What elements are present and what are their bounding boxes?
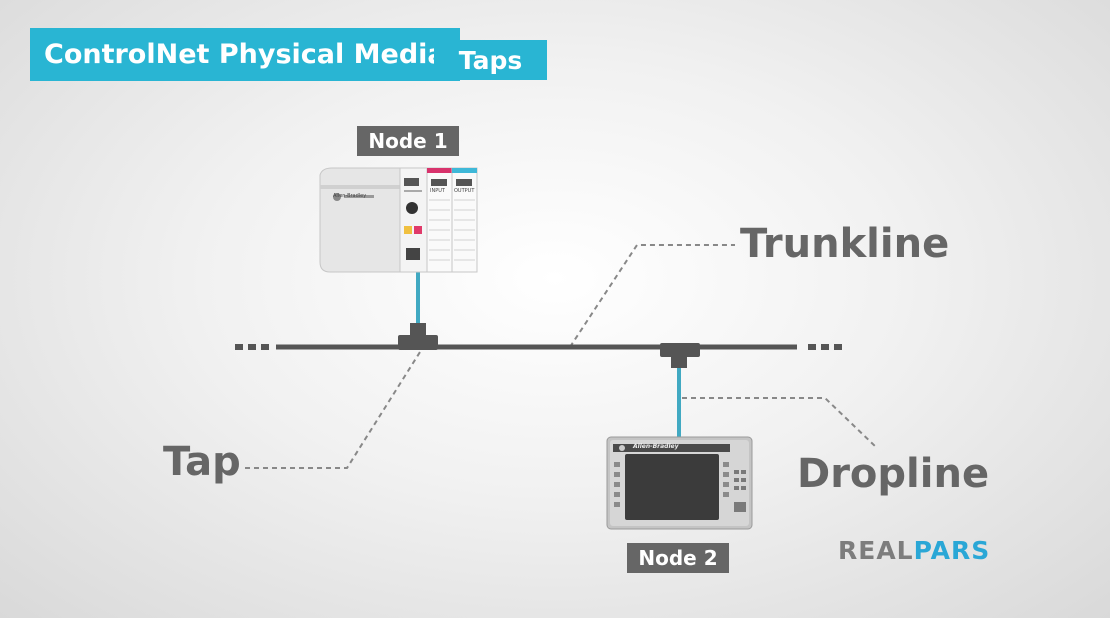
page-subtitle: Taps — [434, 40, 547, 80]
logo-part-pars: PARS — [913, 536, 991, 565]
node1-label: Node 1 — [357, 126, 459, 156]
tap-leader-line — [245, 351, 421, 469]
logo-part-real: REAL — [838, 536, 914, 565]
trunk-ellipsis-right — [808, 344, 842, 350]
tap-2 — [660, 343, 700, 368]
tap-1 — [398, 323, 438, 350]
node1-controller-device — [319, 167, 478, 273]
node1-brand-label: Allen-Bradley — [333, 193, 367, 199]
dropline-label: Dropline — [797, 451, 990, 497]
realpars-logo: REALPARS — [838, 538, 990, 563]
node2-brand-label: Allen-Bradley — [633, 443, 679, 450]
node1-output-module-label: OUTPUT — [454, 188, 475, 194]
node2-hmi-device — [606, 436, 753, 530]
trunkline-leader-line — [569, 244, 735, 348]
tap-label: Tap — [163, 439, 241, 485]
node2-label: Node 2 — [627, 543, 729, 573]
node1-input-module-label: INPUT — [430, 188, 445, 194]
trunk-ellipsis-left — [235, 344, 269, 350]
dropline-leader-line — [682, 397, 878, 449]
page-title: ControlNet Physical Media — [30, 28, 460, 81]
trunkline-label: Trunkline — [740, 221, 950, 267]
